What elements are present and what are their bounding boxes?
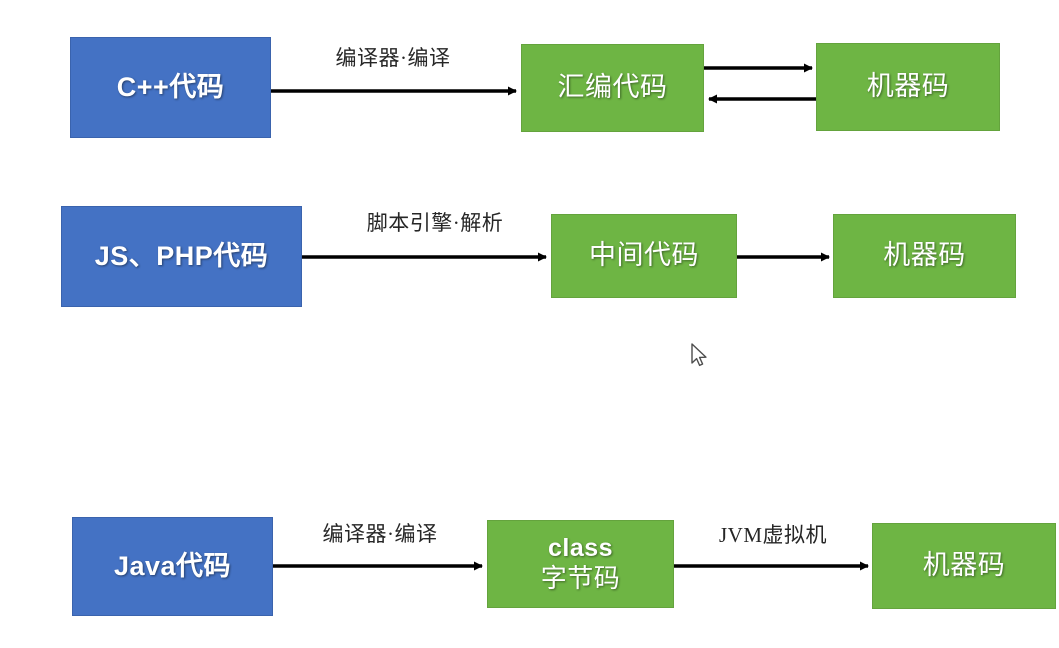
machine-code-box-row3-label: 机器码	[922, 550, 1006, 581]
machine-code-box-row2[interactable]: 机器码	[833, 214, 1016, 298]
machine-code-box-row1[interactable]: 机器码	[816, 43, 1000, 131]
class-bytecode-box[interactable]: class 字节码	[487, 520, 674, 608]
java-source-box[interactable]: Java代码	[72, 517, 273, 616]
intermediate-code-box-label: 中间代码	[589, 240, 699, 271]
machine-code-box-row3[interactable]: 机器码	[872, 523, 1056, 609]
script-source-box-label: JS、PHP代码	[94, 240, 269, 271]
class-bytecode-box-label-line2: 字节码	[540, 563, 621, 594]
machine-code-box-row2-label: 机器码	[883, 240, 966, 271]
class-bytecode-box-label-line1: class	[547, 533, 614, 562]
edge-label-compiler-compile-cpp: 编译器·编译	[335, 46, 451, 70]
assembly-code-box-label: 汇编代码	[557, 72, 668, 103]
edge-label-compiler-compile-java: 编译器·编译	[322, 522, 438, 546]
script-source-box[interactable]: JS、PHP代码	[61, 206, 302, 307]
mouse-cursor-icon	[691, 343, 707, 367]
machine-code-box-row1-label: 机器码	[866, 71, 950, 102]
intermediate-code-box[interactable]: 中间代码	[551, 214, 737, 298]
java-source-box-label: Java代码	[113, 550, 232, 581]
cpp-source-box-label: C++代码	[116, 71, 225, 102]
edge-label-script-engine-parse: 脚本引擎·解析	[366, 211, 504, 235]
assembly-code-box[interactable]: 汇编代码	[521, 44, 704, 132]
cpp-source-box[interactable]: C++代码	[70, 37, 271, 138]
edge-label-jvm: JVM虚拟机	[718, 523, 827, 547]
